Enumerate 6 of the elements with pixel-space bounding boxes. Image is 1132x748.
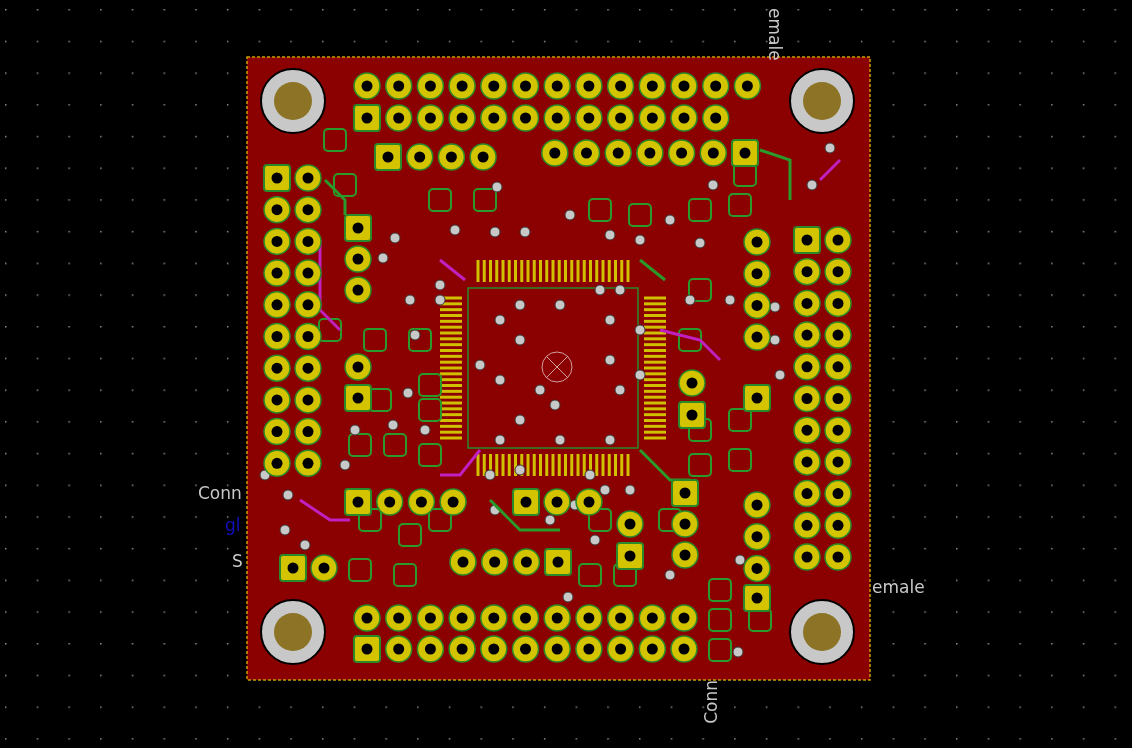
silkscreen-label: Conn	[703, 680, 720, 724]
silkscreen-label: gl	[225, 517, 241, 534]
silkscreen-label: Conn	[198, 485, 242, 502]
silkscreen-label: emale	[872, 579, 925, 596]
silkscreen-label: emale	[766, 8, 783, 61]
silkscreen-label: S	[232, 553, 243, 570]
